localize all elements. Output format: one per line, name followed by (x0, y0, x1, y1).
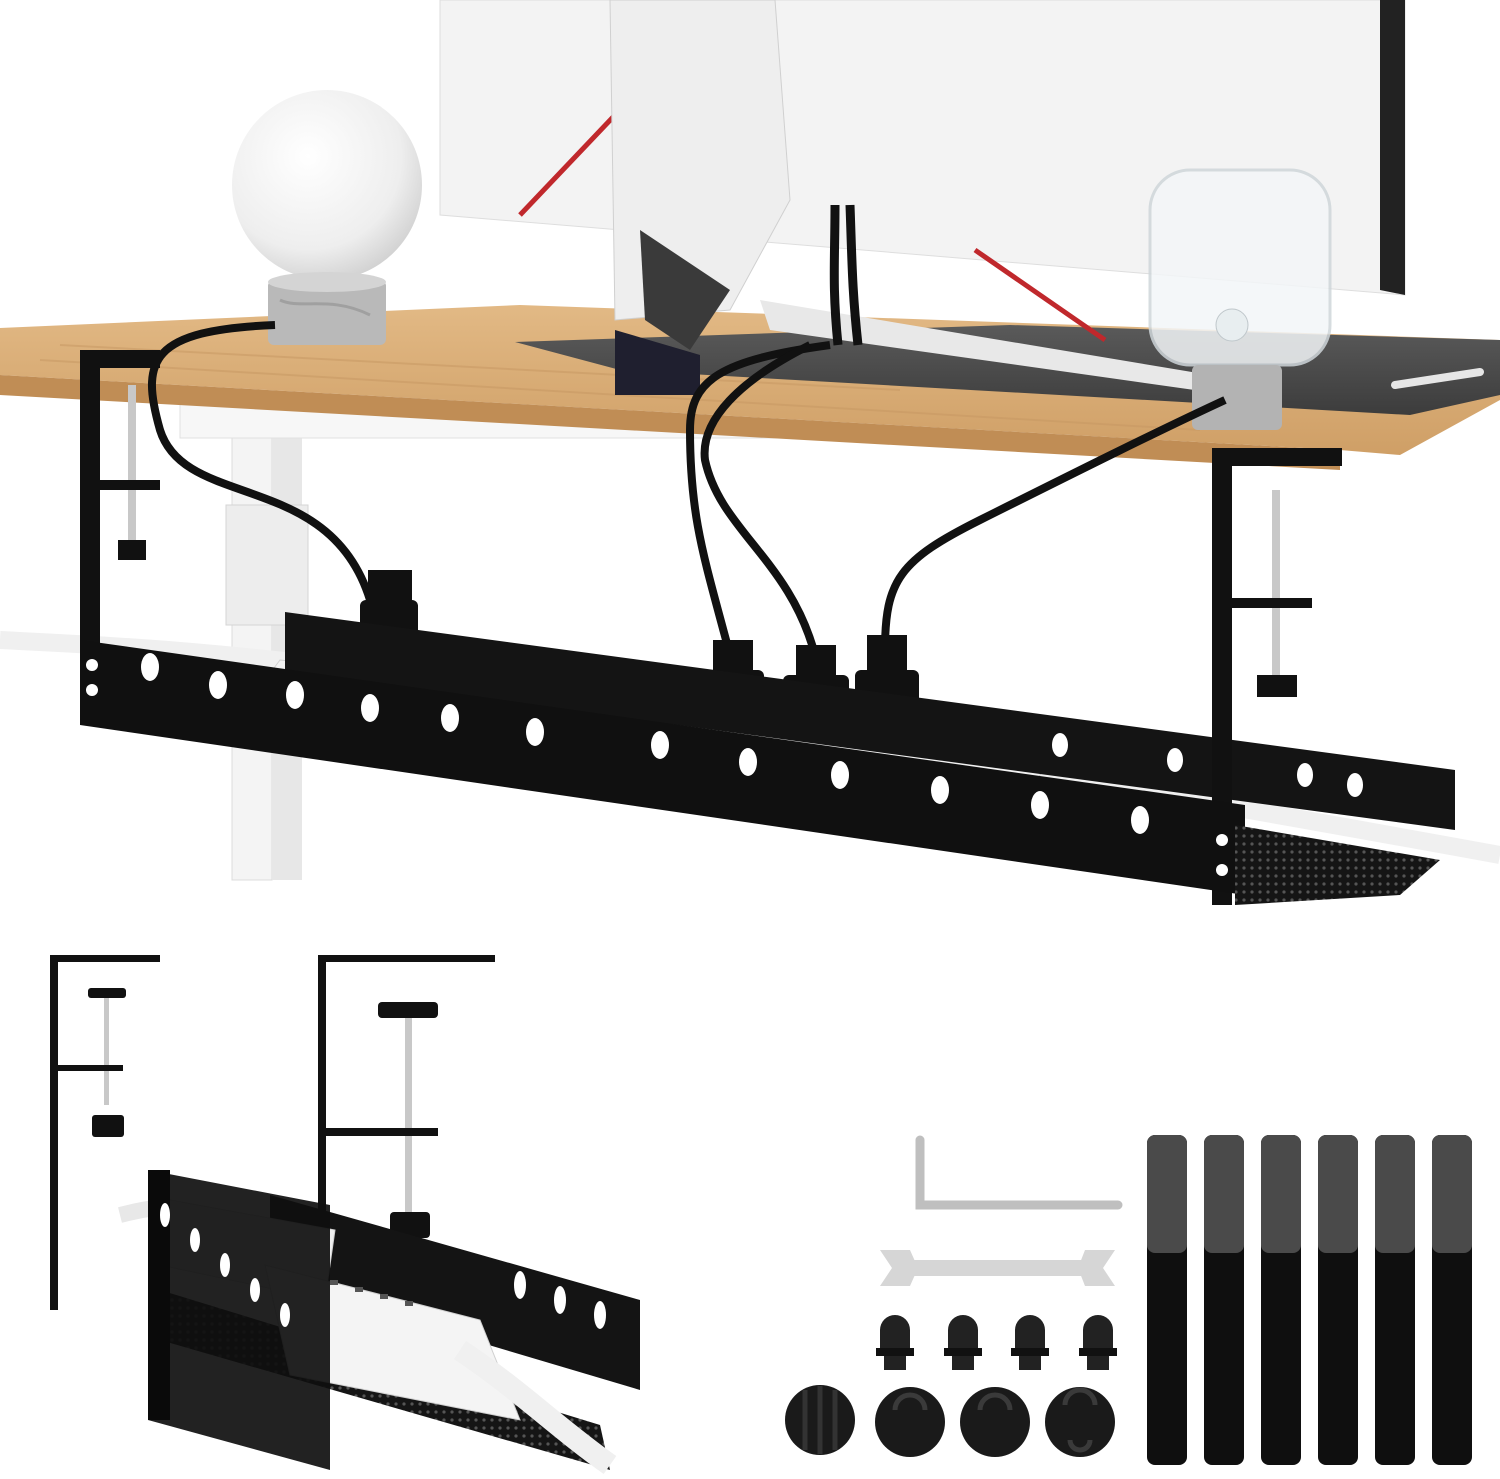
bolt-icon (1011, 1315, 1049, 1370)
cable-tray-with-clamps (50, 955, 640, 1475)
pen (1391, 368, 1484, 389)
under-desk-cable-tray (80, 350, 1455, 905)
velcro-strap-icon (1375, 1135, 1415, 1465)
velcro-strap-icon (1261, 1135, 1301, 1465)
globe-lamp (232, 90, 422, 345)
wrench-icon (880, 1250, 1115, 1286)
bolt-icon (1079, 1315, 1117, 1370)
glass-jar (1148, 168, 1332, 430)
velcro-strap-icon (1147, 1135, 1187, 1465)
cable-clip-icon (960, 1387, 1030, 1457)
velcro-strap-icon (1432, 1135, 1472, 1465)
velcro-strap-icon (1204, 1135, 1244, 1465)
cable-clip-icon (785, 1385, 855, 1455)
power-cables (147, 321, 1227, 657)
allen-key-icon (915, 1135, 1123, 1210)
bolt-icon (944, 1315, 982, 1370)
velcro-strap-icon (1318, 1135, 1358, 1465)
cable-clip-icon (875, 1387, 945, 1457)
desk-leg (225, 399, 309, 881)
cable-clip-icon (1045, 1387, 1115, 1457)
bolt-icon (876, 1315, 914, 1370)
